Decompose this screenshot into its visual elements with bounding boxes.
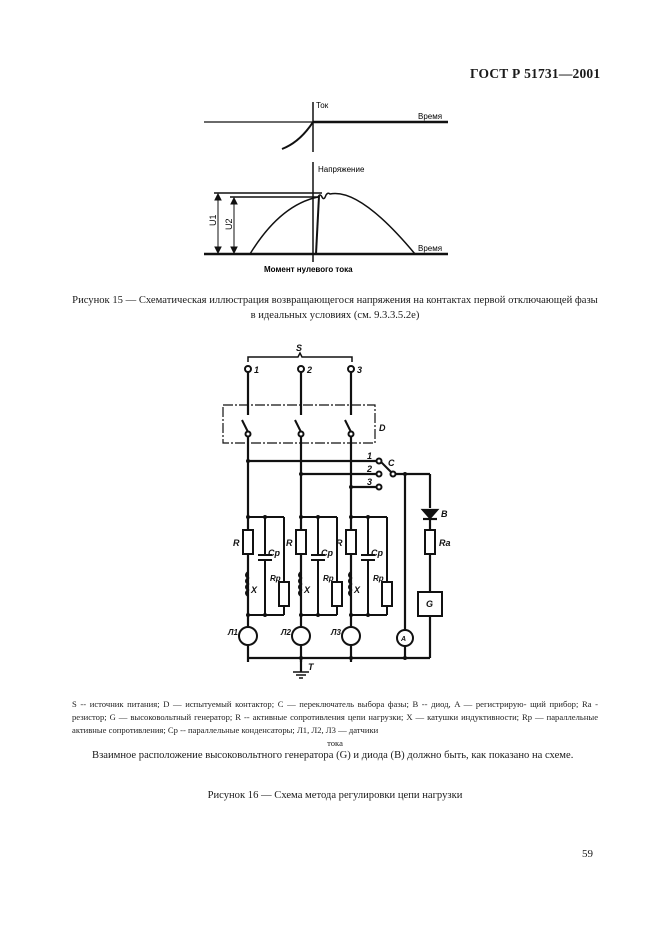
capacitor-label-2: Cp <box>321 548 333 558</box>
source-label: S <box>296 343 302 353</box>
current-sensor-label-2: Л2 <box>280 628 291 637</box>
figure-16-caption: Рисунок 16 — Схема метода регулировки це… <box>207 790 463 801</box>
capacitor-label-3: Cp <box>371 548 383 558</box>
load-branch-1 <box>238 516 290 646</box>
current-axis-label: Ток <box>316 101 329 110</box>
zero-current-label: Момент нулевого тока <box>264 265 353 274</box>
standard-header: ГОСТ Р 51731—2001 <box>470 66 601 81</box>
selector-pos-2: 2 <box>366 464 372 474</box>
figure-16-note: Взаимное расположение высоковольтного ге… <box>92 750 574 761</box>
voltage-axis-label: Напряжение <box>318 165 365 174</box>
ammeter-label: A <box>400 636 406 643</box>
legend-line-2: щий прибор; Ra - резистор; G — высоковол… <box>72 699 598 722</box>
selector-pos-3: 3 <box>367 477 372 487</box>
ground-label: T <box>308 662 315 672</box>
current-plot <box>204 102 448 152</box>
legend-line-1: S -- источник питания; D — испытуемый ко… <box>72 699 527 709</box>
u2-label: U2 <box>224 218 234 230</box>
resistor-a-label: Ra <box>439 538 451 548</box>
legend-line-4: тока <box>327 738 343 748</box>
load-branch-3 <box>341 516 393 646</box>
selector-pos-1: 1 <box>367 451 372 461</box>
time-axis-label-bottom: Время <box>418 244 442 253</box>
capacitor-label-1: Cp <box>268 548 280 558</box>
terminal-3-label: 3 <box>357 365 362 375</box>
junction-dots <box>246 459 407 660</box>
terminal-2-label: 2 <box>306 365 312 375</box>
resistor-label-3: R <box>336 538 343 548</box>
figure-15-caption: Рисунок 15 — Схематическая иллюстрация в… <box>72 295 598 321</box>
inductor-label-1: X <box>250 585 258 595</box>
diode-label: B <box>441 509 448 519</box>
figure-16-legend: S -- источник питания; D — испытуемый ко… <box>72 698 598 750</box>
resistor-label-1: R <box>233 538 240 548</box>
load-branch-2 <box>291 516 343 646</box>
parallel-resistor-label-2: Rp <box>323 574 334 583</box>
u1-label: U1 <box>208 214 218 226</box>
selector-label: C <box>388 458 395 468</box>
parallel-resistor-label-3: Rp <box>373 574 384 583</box>
inductor-label-3: X <box>353 585 361 595</box>
contactor-label: D <box>379 423 386 433</box>
time-axis-label-top: Время <box>418 112 442 121</box>
terminal-1-label: 1 <box>254 365 259 375</box>
resistor-label-2: R <box>286 538 293 548</box>
generator-label: G <box>426 599 433 609</box>
page-number: 59 <box>582 848 593 860</box>
voltage-plot <box>204 162 448 262</box>
inductor-label-2: X <box>303 585 311 595</box>
current-sensor-label-3: Л3 <box>330 628 341 637</box>
current-sensor-label-1: Л1 <box>227 628 238 637</box>
parallel-resistor-label-1: Rp <box>270 574 281 583</box>
legend-line-3: индуктивности; Rp — параллельные активны… <box>72 712 599 735</box>
